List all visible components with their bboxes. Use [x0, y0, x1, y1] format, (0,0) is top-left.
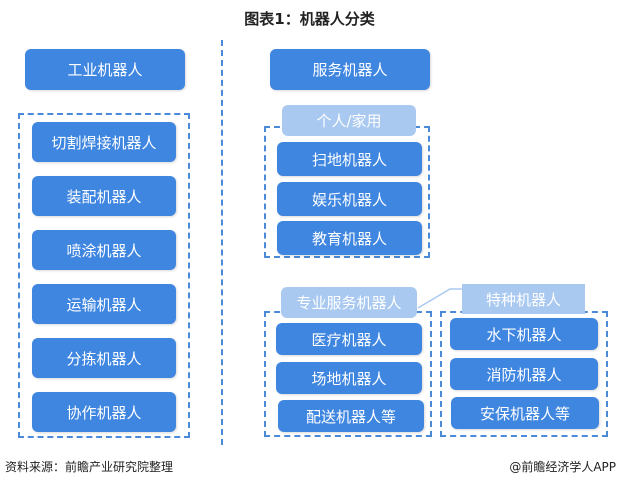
industrial-item: 切割焊接机器人 — [32, 122, 176, 162]
industrial-item: 装配机器人 — [32, 176, 176, 216]
professional-item: 配送机器人等 — [278, 400, 424, 432]
personal-item: 扫地机器人 — [277, 142, 422, 176]
industrial-item: 运输机器人 — [32, 284, 176, 324]
professional-label: 专业服务机器人 — [281, 287, 417, 318]
chart-title: 图表1：机器人分类 — [244, 10, 375, 28]
industrial-item: 协作机器人 — [32, 392, 176, 432]
industrial-item: 喷涂机器人 — [32, 230, 176, 270]
special-item: 水下机器人 — [450, 318, 598, 350]
special-label: 特种机器人 — [462, 284, 585, 314]
connector-line — [417, 288, 462, 309]
industrial-item: 分拣机器人 — [32, 338, 176, 378]
brand-note: @前瞻经济学人APP — [509, 460, 616, 474]
industrial-robot-node: 工业机器人 — [25, 49, 185, 90]
personal-label: 个人/家用 — [282, 105, 416, 136]
special-item: 安保机器人等 — [451, 397, 599, 429]
personal-item: 教育机器人 — [277, 221, 422, 255]
service-robot-node: 服务机器人 — [270, 49, 430, 90]
professional-item: 医疗机器人 — [276, 323, 422, 355]
professional-item: 场地机器人 — [276, 362, 422, 394]
personal-item: 娱乐机器人 — [277, 182, 422, 216]
divider — [221, 40, 223, 445]
special-item: 消防机器人 — [450, 358, 598, 390]
source-note: 资料来源：前瞻产业研究院整理 — [5, 460, 174, 474]
industrial-group — [18, 113, 190, 438]
